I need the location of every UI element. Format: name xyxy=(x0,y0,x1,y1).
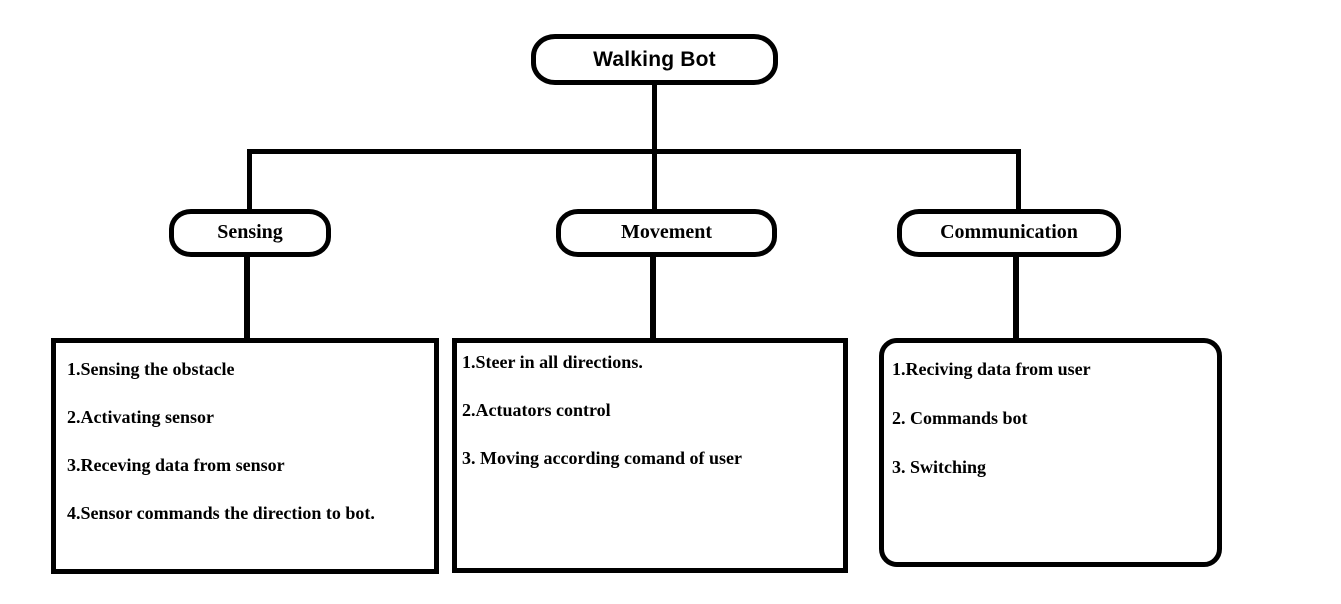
connector-drop-movement xyxy=(652,149,657,213)
list-item: 1.Reciving data from user xyxy=(892,359,1091,379)
node-communication[interactable]: Communication xyxy=(897,209,1121,257)
detail-list-sensing: 1.Sensing the obstacle 2.Activating sens… xyxy=(56,343,434,522)
node-walking-bot-label: Walking Bot xyxy=(593,48,716,71)
detail-box-sensing: 1.Sensing the obstacle 2.Activating sens… xyxy=(51,338,439,574)
connector-sensing-to-details xyxy=(244,254,250,342)
connector-drop-communication xyxy=(1016,149,1021,213)
node-communication-label: Communication xyxy=(940,221,1078,243)
detail-box-movement: 1.Steer in all directions. 2.Actuators c… xyxy=(452,338,848,573)
detail-list-communication: 1.Reciving data from user 2. Commands bo… xyxy=(884,343,1217,476)
node-sensing-label: Sensing xyxy=(217,221,283,243)
connector-root-stem xyxy=(652,84,657,154)
detail-list-movement: 1.Steer in all directions. 2.Actuators c… xyxy=(457,343,843,467)
list-item: 2.Actuators control xyxy=(462,400,611,420)
list-item: 1.Steer in all directions. xyxy=(462,352,643,372)
node-movement[interactable]: Movement xyxy=(556,209,777,257)
detail-box-communication: 1.Reciving data from user 2. Commands bo… xyxy=(879,338,1222,567)
list-item: 4.Sensor commands the direction to bot. xyxy=(67,503,375,523)
node-movement-label: Movement xyxy=(620,221,713,243)
list-item: 2. Commands bot xyxy=(892,408,1028,428)
list-item: 1.Sensing the obstacle xyxy=(67,359,235,379)
list-item: 2.Activating sensor xyxy=(67,407,214,427)
connector-horizontal-bus xyxy=(247,149,1021,154)
connector-drop-sensing xyxy=(247,149,252,213)
node-sensing[interactable]: Sensing xyxy=(169,209,331,257)
connector-communication-to-details xyxy=(1013,254,1019,340)
list-item: 3.Receving data from sensor xyxy=(67,455,285,475)
list-item: 3. Moving according comand of user xyxy=(462,448,742,468)
node-walking-bot[interactable]: Walking Bot xyxy=(531,34,778,85)
connector-movement-to-details xyxy=(650,254,656,340)
list-item: 3. Switching xyxy=(892,457,987,477)
